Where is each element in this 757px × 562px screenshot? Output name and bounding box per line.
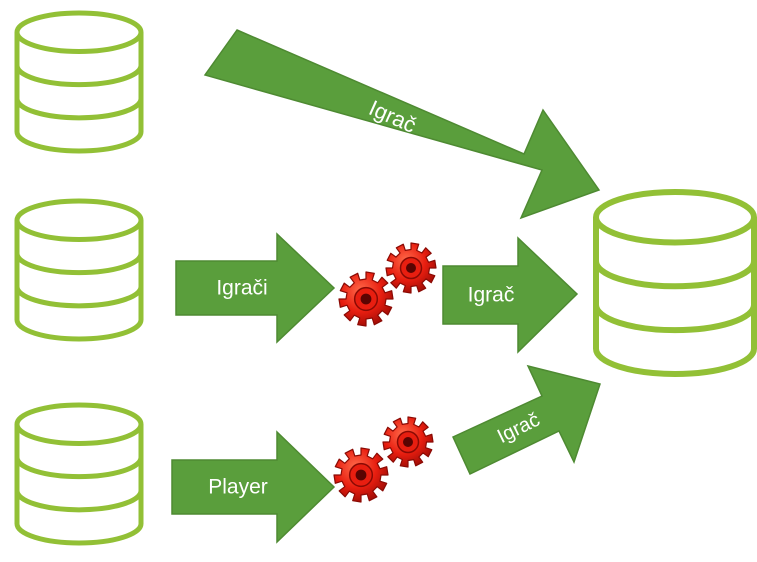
arrow-middle-in-label: Igrači <box>216 277 267 300</box>
target-database <box>593 189 757 377</box>
arrow-middle-out-label: Igrač <box>468 284 515 307</box>
database-icon <box>14 402 144 546</box>
database-icon <box>14 10 144 154</box>
arrow-bottom-in-label: Player <box>208 476 268 499</box>
arrow-bottom-in: Player <box>171 430 336 544</box>
database-icon <box>14 198 144 342</box>
source-database-top <box>14 10 144 154</box>
arrow-middle-out: Igrač <box>442 236 579 354</box>
source-database-bottom <box>14 402 144 546</box>
arrow-middle-in: Igrači <box>175 232 336 344</box>
arrow-top: Igrač <box>203 29 601 220</box>
gear-icon <box>338 271 394 327</box>
gear-icon <box>333 447 389 503</box>
database-icon <box>593 189 757 377</box>
arrow-bottom-out: Igrač <box>452 364 601 476</box>
gear-icon <box>382 416 434 468</box>
gear-icon <box>385 242 437 294</box>
source-database-middle <box>14 198 144 342</box>
